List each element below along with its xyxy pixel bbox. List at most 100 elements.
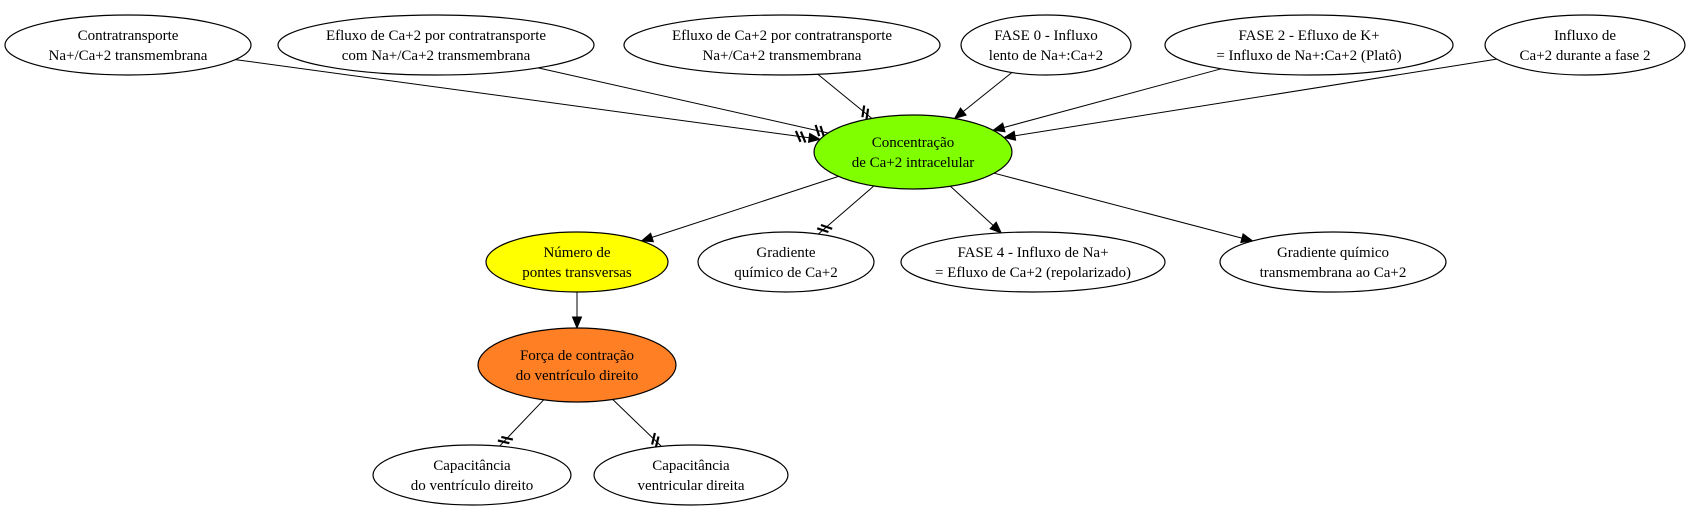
node-label-line: Influxo de [1554, 28, 1616, 44]
equivalence-tick-1 [654, 436, 660, 449]
node-label-line: Capacitância [652, 458, 730, 474]
edge-line [1003, 68, 1222, 128]
equivalence-tick-1 [799, 131, 807, 143]
edge-concentracao-to-pontes [640, 175, 839, 243]
arrowhead [640, 232, 655, 243]
node-concentracao: Concentração de Ca+2 intracelular [813, 114, 1013, 190]
node-forca: Força de contração do ventrículo direito [477, 327, 677, 403]
node-shape [1219, 231, 1447, 293]
node-label-line: Na+/Ca+2 transmembrana [703, 48, 862, 64]
edge-line [993, 172, 1243, 239]
node-efluxo-com: Efluxo de Ca+2 por contratransporte com N… [277, 14, 595, 76]
edge-forca-to-capacitancia_vd [497, 399, 545, 447]
node-capacitancia-vent: Capacitância ventricular direita [593, 444, 789, 506]
node-label-line: Contratransporte [78, 28, 179, 44]
node-label-line: Número de [543, 245, 610, 261]
node-label-line: de Ca+2 intracelular [852, 155, 975, 171]
node-label-line: transmembrana ao Ca+2 [1260, 265, 1407, 281]
node-gradiente-quimico-ca: Gradiente químico de Ca+2 [697, 231, 875, 293]
node-label-line: Gradiente químico [1277, 245, 1389, 261]
equivalence-tick-2 [861, 105, 866, 118]
node-shape [593, 444, 789, 506]
node-label-line: com Na+/Ca+2 transmembrana [342, 48, 531, 64]
node-capacitancia-vd: Capacitância do ventrículo direito [372, 444, 572, 506]
arrowhead [1002, 130, 1017, 141]
node-fase0: FASE 0 - Influxo lento de Na+:Ca+2 [960, 14, 1132, 76]
node-gradiente-transmembrana: Gradiente químico transmembrana ao Ca+2 [1219, 231, 1447, 293]
node-efluxo-na: Efluxo de Ca+2 por contratransporteNa+/C… [623, 14, 941, 76]
edge-line [950, 185, 994, 226]
node-label-line: Concentração [872, 135, 954, 151]
node-label-line: do ventrículo direito [516, 368, 638, 384]
node-label-line: Ca+2 durante a fase 2 [1520, 48, 1651, 64]
arrowhead [571, 316, 583, 330]
node-label-line: Força de contração [520, 348, 634, 364]
equivalence-tick-2 [501, 435, 514, 441]
node-shape [697, 231, 875, 293]
node-fase4: FASE 4 - Influxo de Na+ = Efluxo de Ca+2 … [900, 231, 1166, 293]
node-label-line: Capacitância [433, 458, 511, 474]
edge-line [235, 59, 810, 139]
node-label-line: Efluxo de Ca+2 por contratransporte [326, 28, 546, 44]
node-influxo-fase2: Influxo de Ca+2 durante a fase 2 [1484, 14, 1686, 76]
node-shape [1484, 14, 1686, 76]
arrowhead [1240, 232, 1254, 244]
equivalence-tick-2 [651, 432, 656, 445]
node-label-line: = Influxo de Na+:Ca+2 (Platô) [1216, 48, 1401, 64]
node-label-line: Efluxo de Ca+2 por contratransporte [672, 28, 892, 44]
edge-line [499, 399, 545, 447]
edge-efluxo_na-to-concentracao [817, 73, 873, 121]
node-shape [813, 114, 1013, 190]
equivalence-tick-1 [816, 227, 829, 234]
node-label-line: FASE 4 - Influxo de Na+ [957, 245, 1108, 261]
node-shape [485, 231, 669, 293]
arrowhead [807, 132, 822, 143]
arrowhead [953, 107, 967, 120]
node-label-line: FASE 0 - Influxo [994, 28, 1097, 44]
edge-line [651, 175, 839, 238]
edge-line [537, 67, 829, 134]
edge-pontes-to-forca [571, 292, 583, 330]
node-label-line: ventricular direita [637, 478, 744, 494]
edge-fase2-to-concentracao [991, 68, 1222, 133]
node-label-line: Gradiente [756, 245, 815, 261]
edges-layer [235, 58, 1497, 449]
equivalence-tick-2 [820, 223, 833, 230]
edge-fase0-to-concentracao [953, 72, 1013, 120]
node-label-line: lento de Na+:Ca+2 [989, 48, 1103, 64]
edge-concentracao-to-gradiente_transmembrana [993, 172, 1254, 244]
node-shape [4, 14, 252, 76]
edge-line [962, 72, 1013, 112]
node-shape [623, 14, 941, 76]
node-pontes: Número de pontes transversas [485, 231, 669, 293]
node-shape [960, 14, 1132, 76]
edge-line [1014, 58, 1497, 137]
node-label-line: = Efluxo de Ca+2 (repolarizado) [935, 265, 1131, 281]
node-label-line: FASE 2 - Efluxo de K+ [1238, 28, 1379, 44]
equivalence-tick-2 [814, 124, 821, 137]
arrowhead [991, 122, 1006, 133]
node-shape [277, 14, 595, 76]
node-shape [900, 231, 1166, 293]
node-shape [1164, 14, 1454, 76]
edge-forca-to-capacitancia_vent [612, 399, 662, 449]
arrowhead [989, 221, 1003, 234]
equivalence-tick-1 [497, 439, 510, 445]
edge-concentracao-to-gradiente_quimico_ca [816, 185, 875, 235]
equivalence-tick-2 [794, 130, 802, 143]
node-label-line: do ventrículo direito [411, 478, 533, 494]
node-label-line: químico de Ca+2 [734, 265, 837, 281]
edge-contratransporte-to-concentracao [235, 59, 822, 143]
node-shape [372, 444, 572, 506]
node-fase2: FASE 2 - Efluxo de K+ = Influxo de Na+:Ca… [1164, 14, 1454, 76]
node-shape [477, 327, 677, 403]
node-label-line: Na+/Ca+2 transmembrana [49, 48, 208, 64]
edge-concentracao-to-fase4 [950, 185, 1003, 234]
edge-influxo_fase2-to-concentracao [1002, 58, 1497, 141]
edge-efluxo_com-to-concentracao [537, 67, 829, 138]
equivalence-tick-1 [865, 108, 870, 121]
node-label-line: pontes transversas [522, 265, 632, 281]
